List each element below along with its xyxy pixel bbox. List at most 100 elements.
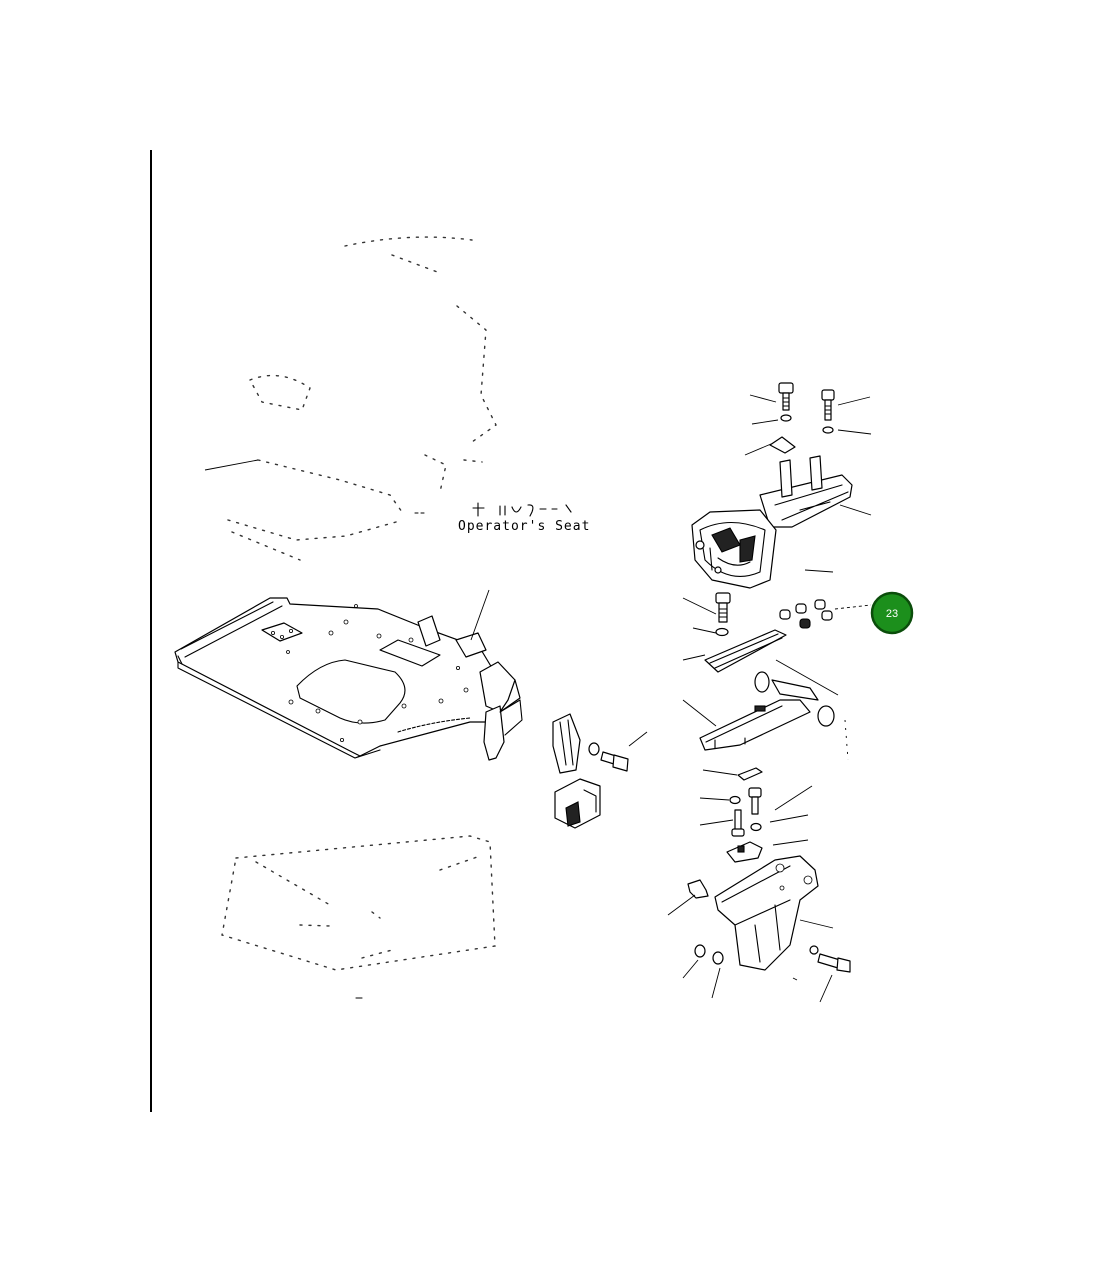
leader-line bbox=[692, 627, 717, 634]
bolt-thread bbox=[824, 405, 832, 415]
leader-line bbox=[837, 396, 871, 406]
leader-line bbox=[775, 659, 839, 696]
bolt-thread bbox=[718, 608, 728, 618]
leader-line bbox=[839, 504, 872, 516]
callout-23[interactable]: 23 bbox=[870, 591, 914, 635]
plate-rear-slot bbox=[379, 639, 441, 667]
seat-side-bracket bbox=[424, 454, 483, 493]
housing-knob bbox=[714, 566, 722, 574]
leader-line bbox=[711, 967, 721, 999]
japanese-label-marks bbox=[414, 502, 572, 517]
leader-line bbox=[682, 699, 717, 727]
bolt-head bbox=[836, 957, 851, 973]
stopper-knob bbox=[795, 603, 807, 614]
washer-icon bbox=[809, 945, 819, 955]
leader-line bbox=[744, 443, 772, 456]
leader-line bbox=[769, 814, 809, 823]
lever-cylinder bbox=[754, 671, 770, 693]
bolt-head bbox=[748, 787, 762, 798]
callout-circle[interactable] bbox=[870, 591, 914, 635]
top-bolt-set bbox=[744, 382, 872, 456]
plate-cable bbox=[397, 717, 471, 733]
support-bracket-hole bbox=[775, 863, 785, 873]
mounting-hole bbox=[288, 699, 294, 705]
housing-upright bbox=[809, 455, 823, 491]
cover-outline bbox=[221, 835, 496, 971]
support-bracket-body bbox=[714, 855, 819, 971]
seat-label: Operator's Seat bbox=[458, 519, 590, 534]
mounting-hole bbox=[279, 635, 284, 640]
leader-line bbox=[749, 394, 777, 403]
seat-cushion bbox=[227, 459, 403, 561]
housing-upright bbox=[779, 459, 793, 498]
seat-base-cover-outline bbox=[221, 835, 496, 999]
seat-suspension-housing bbox=[691, 455, 872, 589]
seat-leader-line bbox=[204, 459, 259, 471]
leader-line bbox=[819, 974, 833, 1003]
bolt-head bbox=[612, 754, 629, 772]
mounting-hole bbox=[270, 631, 275, 636]
leader-line bbox=[682, 597, 717, 615]
leader-line bbox=[799, 919, 834, 929]
lower-hardware-set bbox=[699, 767, 813, 863]
mounting-hole bbox=[438, 698, 444, 704]
plate-center-cutout bbox=[296, 659, 406, 724]
washer-icon bbox=[750, 822, 762, 832]
plate-side-bracket bbox=[479, 661, 516, 713]
label-mark bbox=[414, 502, 572, 517]
slide-rail bbox=[704, 629, 787, 673]
leader-line bbox=[682, 959, 699, 979]
mounting-hole bbox=[354, 604, 358, 608]
housing-rail bbox=[759, 474, 853, 528]
bolt-head bbox=[778, 382, 794, 394]
stopper-knob bbox=[814, 599, 826, 610]
mounting-hole bbox=[286, 650, 290, 654]
lever-bracket-body bbox=[699, 699, 811, 751]
lower-clip-tab bbox=[737, 845, 745, 853]
plate-hinge-bracket bbox=[417, 615, 441, 647]
plate-square-pad bbox=[261, 622, 303, 642]
stopper-set bbox=[779, 599, 872, 629]
leader-line bbox=[772, 839, 809, 846]
leader-line bbox=[682, 654, 706, 661]
seat-floor-plate bbox=[174, 589, 523, 761]
leader-line bbox=[804, 569, 834, 573]
seat-backrest-edge bbox=[391, 254, 497, 443]
housing-rail-detail bbox=[774, 484, 849, 521]
mounting-hole bbox=[455, 666, 460, 671]
seat-slide-bracket-set bbox=[552, 713, 648, 829]
mounting-hole bbox=[328, 630, 334, 636]
housing-spring bbox=[709, 547, 751, 571]
slide-clamp-detail bbox=[565, 801, 581, 827]
slide-guide-detail bbox=[559, 719, 574, 766]
housing-inner bbox=[739, 535, 756, 563]
leader-line bbox=[837, 429, 872, 435]
bolt-head bbox=[715, 592, 731, 604]
plate-drop-bracket bbox=[483, 705, 505, 761]
bolt-shaft bbox=[734, 809, 742, 831]
leader-line bbox=[699, 819, 734, 826]
slide-rail-set bbox=[682, 592, 787, 673]
bolt-head bbox=[731, 828, 745, 837]
mounting-hole bbox=[315, 708, 321, 714]
dim-mark bbox=[792, 977, 798, 981]
clip-plate bbox=[769, 436, 796, 454]
stopper-knob bbox=[799, 618, 811, 629]
washer-icon bbox=[780, 414, 792, 422]
leader-line bbox=[667, 894, 696, 916]
mounting-hole bbox=[343, 619, 349, 625]
mounting-hole bbox=[376, 633, 382, 639]
plate-lower-tab bbox=[499, 699, 523, 736]
leader-line bbox=[844, 719, 849, 761]
cover-detail bbox=[255, 855, 481, 959]
plate-rear-bracket bbox=[455, 632, 487, 658]
callout-number[interactable]: 23 bbox=[886, 608, 898, 620]
mounting-hole bbox=[288, 629, 293, 634]
washer-icon bbox=[715, 627, 729, 637]
housing-body bbox=[691, 509, 777, 589]
slide-clamp-edge bbox=[583, 789, 597, 813]
mounting-hole bbox=[463, 687, 469, 693]
mounting-hole bbox=[357, 719, 363, 725]
slide-guide-piece bbox=[552, 713, 581, 774]
